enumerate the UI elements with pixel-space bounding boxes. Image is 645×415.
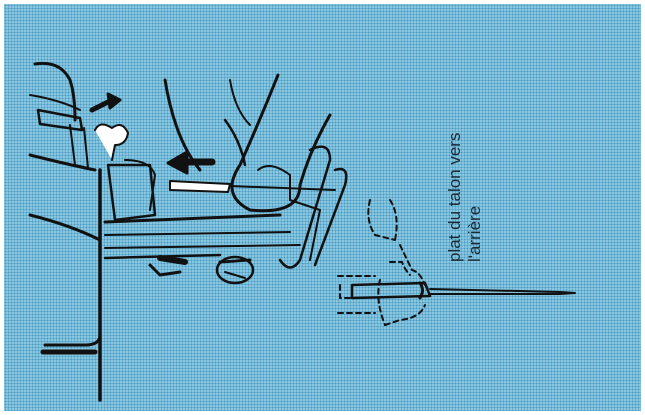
caption-text: plat du talon vers l'arrière <box>445 133 485 262</box>
caption-line-1: plat du talon vers <box>445 132 464 262</box>
caption-line-2: l'arrière <box>465 205 484 262</box>
figure-panel <box>4 4 641 411</box>
